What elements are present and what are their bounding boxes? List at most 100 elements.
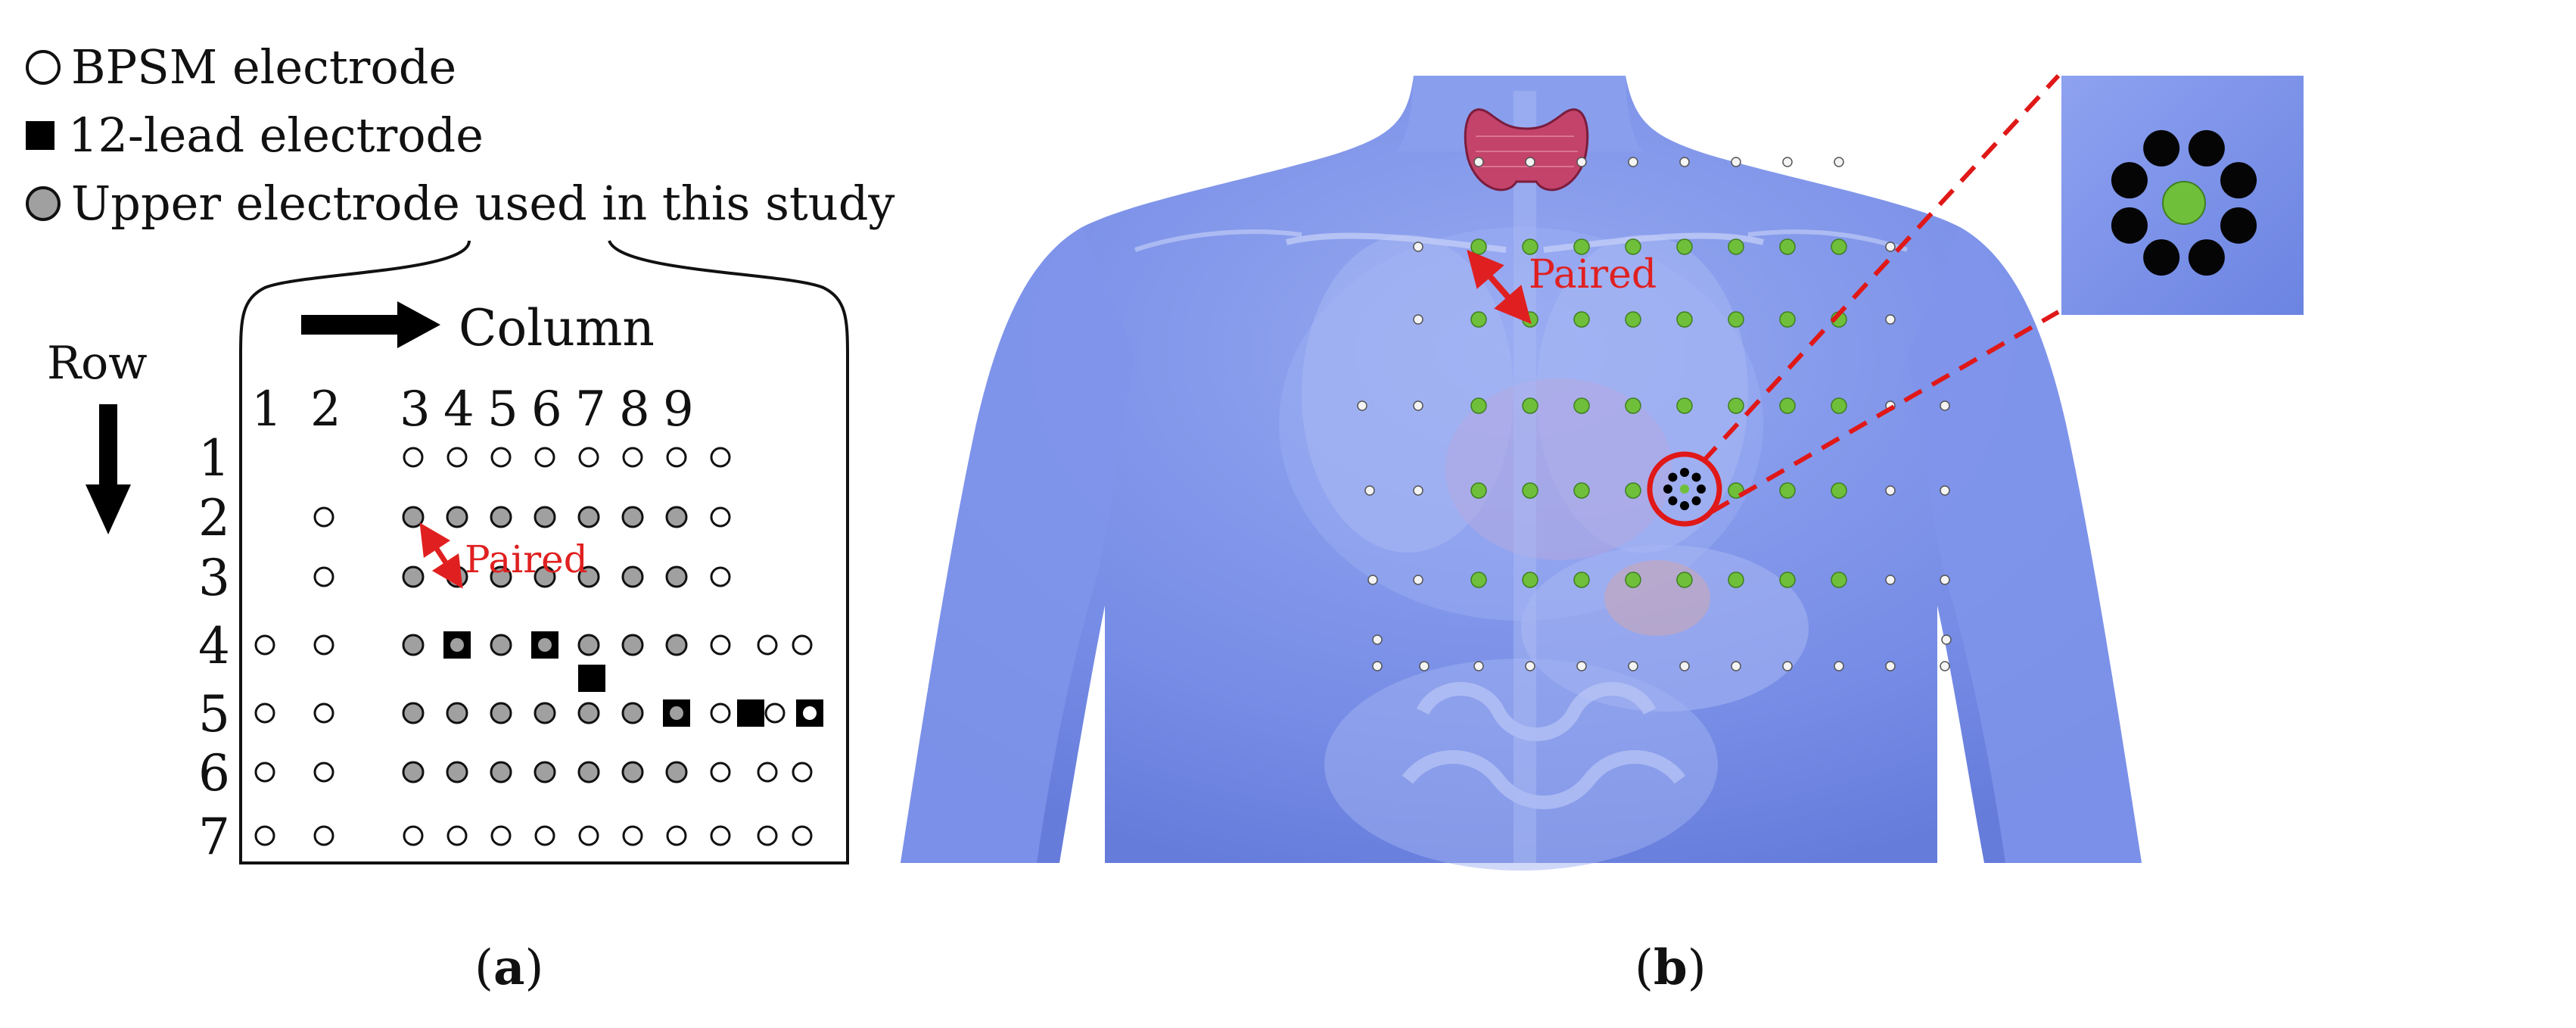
body-bpsm-electrode [1525, 157, 1535, 167]
bpsm-electrode [446, 825, 468, 846]
open-circle-icon [26, 50, 61, 85]
highlight-cluster [1647, 451, 1722, 527]
body-bpsm-electrode [1885, 661, 1896, 671]
12-lead-electrode [737, 699, 764, 727]
bpsm-electrode [490, 447, 512, 468]
body-bpsm-electrode [1357, 400, 1367, 411]
bpsm-electrode [403, 825, 424, 846]
bpsm-electrode [313, 506, 334, 528]
body-upper-electrode [1779, 238, 1796, 255]
upper-electrode [621, 634, 644, 656]
body-bpsm-electrode [1367, 575, 1378, 585]
body-bpsm-electrode [1419, 661, 1430, 671]
bpsm-electrode [764, 702, 786, 724]
upper-electrode [621, 761, 644, 783]
row-label: Row [47, 337, 148, 390]
body-upper-electrode [1625, 238, 1641, 255]
body-upper-electrode [1573, 482, 1590, 499]
cluster-electrode [1691, 496, 1701, 506]
inset-black-electrode [2188, 239, 2225, 276]
cluster-electrode [1680, 468, 1689, 477]
thyroid-icon [1464, 108, 1589, 192]
cluster-electrode [1668, 472, 1678, 482]
upper-electrode [490, 565, 512, 588]
upper-electrode [402, 634, 425, 656]
body-bpsm-electrode [1834, 661, 1844, 671]
bpsm-electrode [446, 447, 468, 468]
bpsm-electrode [710, 634, 731, 656]
upper-electrode [665, 565, 688, 588]
cluster-electrode [1663, 484, 1672, 494]
upper-electrode [446, 702, 468, 724]
body-upper-electrode [1573, 238, 1590, 255]
column-label: Column [459, 299, 655, 357]
upper-electrode [490, 506, 512, 528]
legend-12-lead: 12-lead electrode [26, 112, 484, 159]
body-upper-electrode [1831, 482, 1847, 499]
upper-electrode [446, 761, 468, 783]
body-bpsm-electrode [1782, 661, 1793, 671]
body-bpsm-electrode [1413, 400, 1423, 411]
column-number: 7 [575, 382, 606, 438]
upper-electrode [490, 634, 512, 656]
body-upper-electrode [1779, 572, 1796, 588]
body-bpsm-electrode [1576, 157, 1587, 167]
legend-bpsm-label: BPSM electrode [71, 39, 457, 95]
body-upper-electrode [1470, 238, 1487, 255]
bpsm-electrode [313, 825, 334, 846]
body-bpsm-electrode [1628, 157, 1638, 167]
bpsm-electrode [757, 825, 778, 846]
body-bpsm-electrode [1525, 661, 1535, 671]
bpsm-electrode [666, 447, 687, 468]
caption-a: (a) [474, 939, 543, 996]
bpsm-electrode [757, 634, 778, 656]
inset-black-electrode [2111, 162, 2148, 199]
upper-electrode [490, 761, 512, 783]
body-bpsm-electrode [1576, 661, 1587, 671]
legend-12-lead-label: 12-lead electrode [68, 107, 484, 163]
upper-electrode [577, 565, 600, 588]
paired-label-b: Paired [1529, 252, 1657, 297]
body-upper-electrode [1573, 397, 1590, 414]
body-bpsm-electrodes [1357, 157, 1952, 671]
bpsm-electrode [792, 762, 813, 783]
body-upper-electrode [1625, 311, 1641, 328]
column-number: 5 [487, 382, 518, 438]
bpsm-electrode [254, 762, 275, 783]
upper-electrode [402, 761, 425, 783]
body-illustration [901, 76, 2142, 871]
body-upper-electrode [1831, 572, 1847, 588]
upper-electrode [490, 702, 512, 724]
bpsm-electrode [313, 702, 334, 724]
upper-electrode [665, 634, 688, 656]
inset-black-electrode [2220, 162, 2257, 199]
body-upper-electrode [1573, 311, 1590, 328]
upper-electrode [402, 702, 425, 724]
body-bpsm-electrode [1731, 157, 1741, 167]
row-number: 6 [198, 744, 230, 802]
paired-arrow-b [1467, 249, 1532, 325]
bpsm-electrode [710, 447, 731, 468]
body-bpsm-electrode [1885, 241, 1896, 252]
upper-electrode [577, 761, 600, 783]
body-upper-electrode [1470, 572, 1487, 588]
body-upper-electrode [1728, 572, 1744, 588]
bpsm-electrode [490, 825, 512, 846]
zoom-connector-top [1700, 73, 2061, 464]
caption-b: (b) [1635, 939, 1706, 996]
electrode-inner [803, 706, 817, 720]
12-lead-electrode [578, 665, 605, 692]
body-bpsm-electrode [1473, 157, 1484, 167]
bpsm-electrode [710, 702, 731, 724]
upper-electrode [577, 702, 600, 724]
upper-electrode [534, 761, 556, 783]
body-bpsm-electrode [1940, 485, 1950, 496]
bpsm-electrode [403, 447, 424, 468]
bpsm-electrode [792, 825, 813, 846]
bpsm-electrode [622, 447, 643, 468]
upper-electrode [446, 506, 468, 528]
body-bpsm-electrode [1885, 485, 1896, 496]
row-number: 7 [198, 808, 230, 866]
bpsm-electrode [710, 762, 731, 783]
inset-black-electrode [2220, 207, 2257, 244]
